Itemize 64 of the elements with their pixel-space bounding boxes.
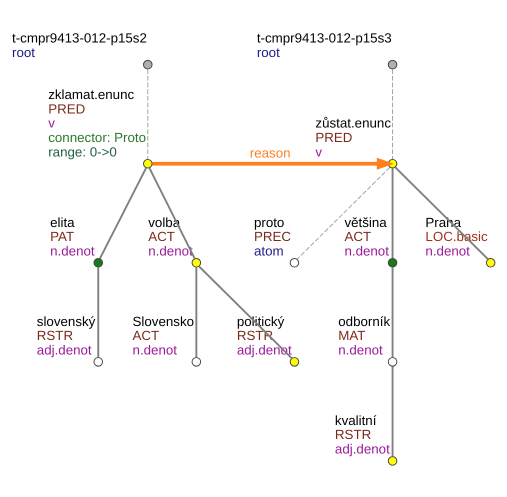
node-label: Slovensko (132, 314, 194, 329)
connector (392, 366, 394, 456)
node-circle (388, 258, 398, 268)
node-label: ACT (344, 229, 372, 244)
node-label: RSTR (36, 328, 74, 344)
node-label: ACT (132, 328, 160, 344)
node-circle (388, 357, 398, 367)
node-label: odborník (338, 314, 390, 329)
node-label: range: 0->0 (48, 144, 117, 160)
node-label: root (256, 44, 280, 60)
node-circle (93, 357, 103, 367)
node-circle (388, 158, 398, 168)
node-label: kvalitní (334, 412, 376, 428)
node-circle (388, 60, 398, 70)
connector (148, 167, 196, 259)
connector (392, 267, 394, 358)
node-label: PRED (48, 101, 86, 116)
node-circle (143, 158, 153, 168)
node-label: PAT (50, 229, 74, 244)
node-label: t-cmpr9413-012-p15s2 (12, 30, 147, 46)
node-label: n.denot (338, 342, 383, 358)
node-label: n.denot (344, 243, 389, 258)
connector (198, 266, 292, 359)
connector (147, 68, 148, 160)
node-label: n.denot (50, 243, 95, 258)
node-label: v (315, 144, 322, 160)
node-label: zůstat.enunc (315, 116, 391, 131)
node-label: adj.denot (36, 342, 92, 358)
node-label: connector: Proto (48, 130, 146, 146)
node-circle (486, 258, 496, 268)
connector (195, 267, 198, 358)
node-circle (192, 357, 202, 367)
node-label: většina (344, 214, 387, 230)
node-label: elita (50, 214, 75, 230)
node-circle (388, 456, 398, 466)
node-label: adj.denot (334, 441, 390, 456)
node-label: MAT (338, 328, 366, 344)
node-label: zklamat.enunc (48, 87, 134, 102)
node-circle (290, 357, 300, 367)
node-label: root (12, 44, 36, 60)
node-circle (192, 258, 202, 268)
node-label: n.denot (425, 243, 470, 258)
node-label: atom (254, 243, 284, 258)
node-label: v (48, 116, 55, 131)
edge-label: reason (250, 145, 291, 160)
connector (97, 267, 100, 358)
node-label: t-cmpr9413-012-p15s3 (256, 30, 392, 46)
connector (394, 166, 489, 260)
node-circle (93, 258, 103, 268)
node-label: PREC (254, 229, 292, 244)
node-label: ACT (148, 229, 175, 244)
node-circle (290, 258, 300, 268)
connector (99, 167, 147, 259)
connector (392, 168, 394, 258)
node-label: PRED (315, 130, 352, 146)
node-label: politický (236, 314, 284, 329)
node-label: RSTR (334, 427, 372, 442)
node-circle (143, 60, 153, 70)
connector (392, 68, 394, 160)
connector (296, 167, 390, 260)
arrow (152, 158, 394, 170)
node-label: slovenský (36, 314, 96, 329)
node-label: proto (254, 214, 284, 230)
node-label: n.denot (132, 342, 178, 358)
